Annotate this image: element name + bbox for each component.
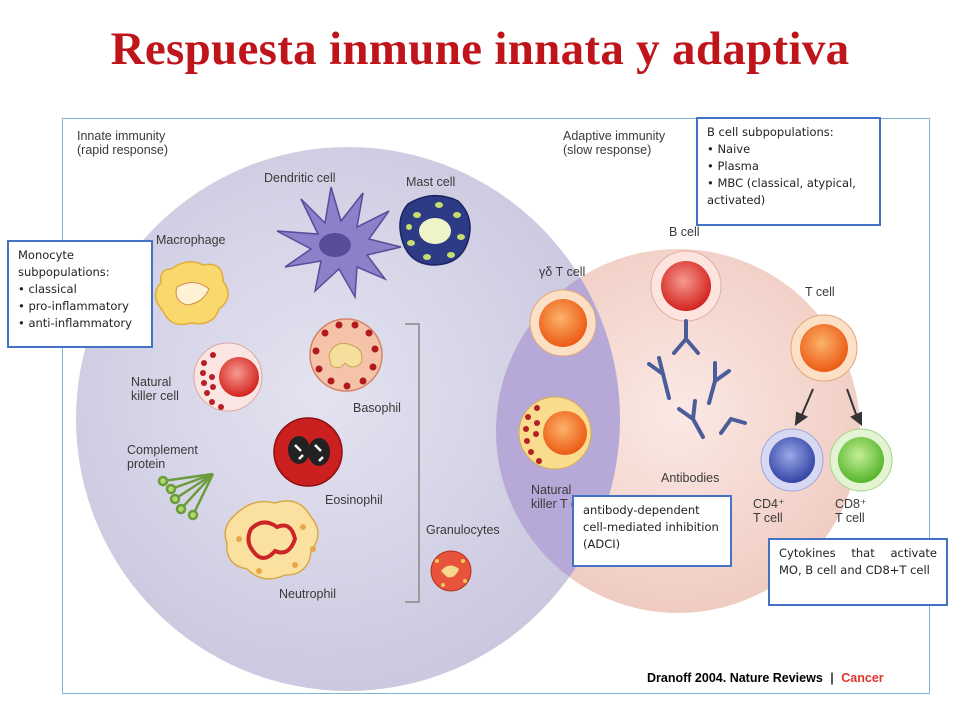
antibodies-label: Antibodies: [661, 471, 720, 485]
natural-killer-cell-label: Natural killer cell: [131, 375, 179, 403]
mast-cell-icon: [399, 195, 471, 266]
credit-journal: Nature Reviews: [729, 671, 823, 685]
cytokines-callout: Cytokines that activate MO, B cell and C…: [768, 538, 948, 606]
b-cell-label: B cell: [669, 225, 700, 239]
antibodies-icon: [647, 319, 747, 439]
page-title: Respuesta inmune innata y adaptiva: [110, 23, 850, 75]
neutrophil-label: Neutrophil: [279, 587, 336, 601]
monocyte-item-pro-inflammatory: pro-inflammatory: [18, 298, 142, 315]
b-cell-icon: [650, 250, 722, 322]
dendritic-cell-label: Dendritic cell: [264, 171, 336, 185]
venn-diagram: [76, 147, 893, 691]
b-cell-item-naive: Naive: [707, 141, 870, 158]
eosinophil-icon: [273, 417, 343, 487]
credit-author: Dranoff 2004.: [647, 671, 727, 685]
monocyte-subpopulations-callout: Monocyte subpopulations: classical pro-i…: [7, 240, 153, 348]
innate-immunity-heading: Innate immunity (rapid response): [77, 129, 169, 157]
complement-protein-label: Complement protein: [127, 443, 198, 471]
granulocyte-small-icon: [430, 550, 472, 592]
macrophage-icon: [154, 261, 229, 326]
b-cell-subpopulations-callout: B cell subpopulations: Naive Plasma MBC …: [696, 117, 881, 226]
monocyte-item-classical: classical: [18, 281, 142, 298]
macrophage-label: Macrophage: [156, 233, 226, 247]
eosinophil-label: Eosinophil: [325, 493, 383, 507]
neutrophil-icon: [224, 500, 319, 580]
basophil-label: Basophil: [353, 401, 401, 415]
granulocytes-label: Granulocytes: [426, 523, 500, 537]
gamma-delta-t-cell-label: γδ T cell: [539, 265, 586, 279]
natural-killer-t-cell-icon: [518, 396, 592, 470]
t-cell-label: T cell: [805, 285, 835, 299]
cd4-t-cell-label: CD4⁺ T cell: [753, 497, 785, 525]
basophil-icon: [309, 318, 383, 392]
figure-credit: Dranoff 2004. Nature Reviews | Cancer: [647, 671, 884, 685]
credit-section: Cancer: [841, 671, 884, 685]
granulocyte-bracket: [405, 323, 420, 603]
mast-cell-label: Mast cell: [406, 175, 456, 189]
cd8-t-cell-label: CD8⁺ T cell: [835, 497, 867, 525]
adci-callout: antibody-dependent cell-mediated inhibit…: [572, 495, 732, 567]
natural-killer-cell-icon: [193, 342, 263, 412]
complement-protein-icon: [157, 472, 215, 521]
credit-separator: |: [830, 671, 834, 685]
monocyte-item-anti-inflammatory: anti-inflammatory: [18, 315, 142, 332]
b-cell-item-mbc: MBC (classical, atypical, activated): [707, 175, 870, 209]
t-cell-arrows: [794, 388, 862, 427]
b-cell-item-plasma: Plasma: [707, 158, 870, 175]
gamma-delta-t-cell-icon: [529, 289, 597, 357]
t-cell-icon: [790, 314, 858, 382]
cd8-t-cell-icon: [829, 428, 893, 492]
monocyte-callout-heading: Monocyte subpopulations:: [18, 248, 110, 279]
cd4-t-cell-icon: [760, 428, 824, 492]
adaptive-immunity-heading: Adaptive immunity (slow response): [563, 129, 666, 157]
b-cell-callout-heading: B cell subpopulations:: [707, 125, 834, 139]
dendritic-cell-icon: [276, 186, 402, 300]
